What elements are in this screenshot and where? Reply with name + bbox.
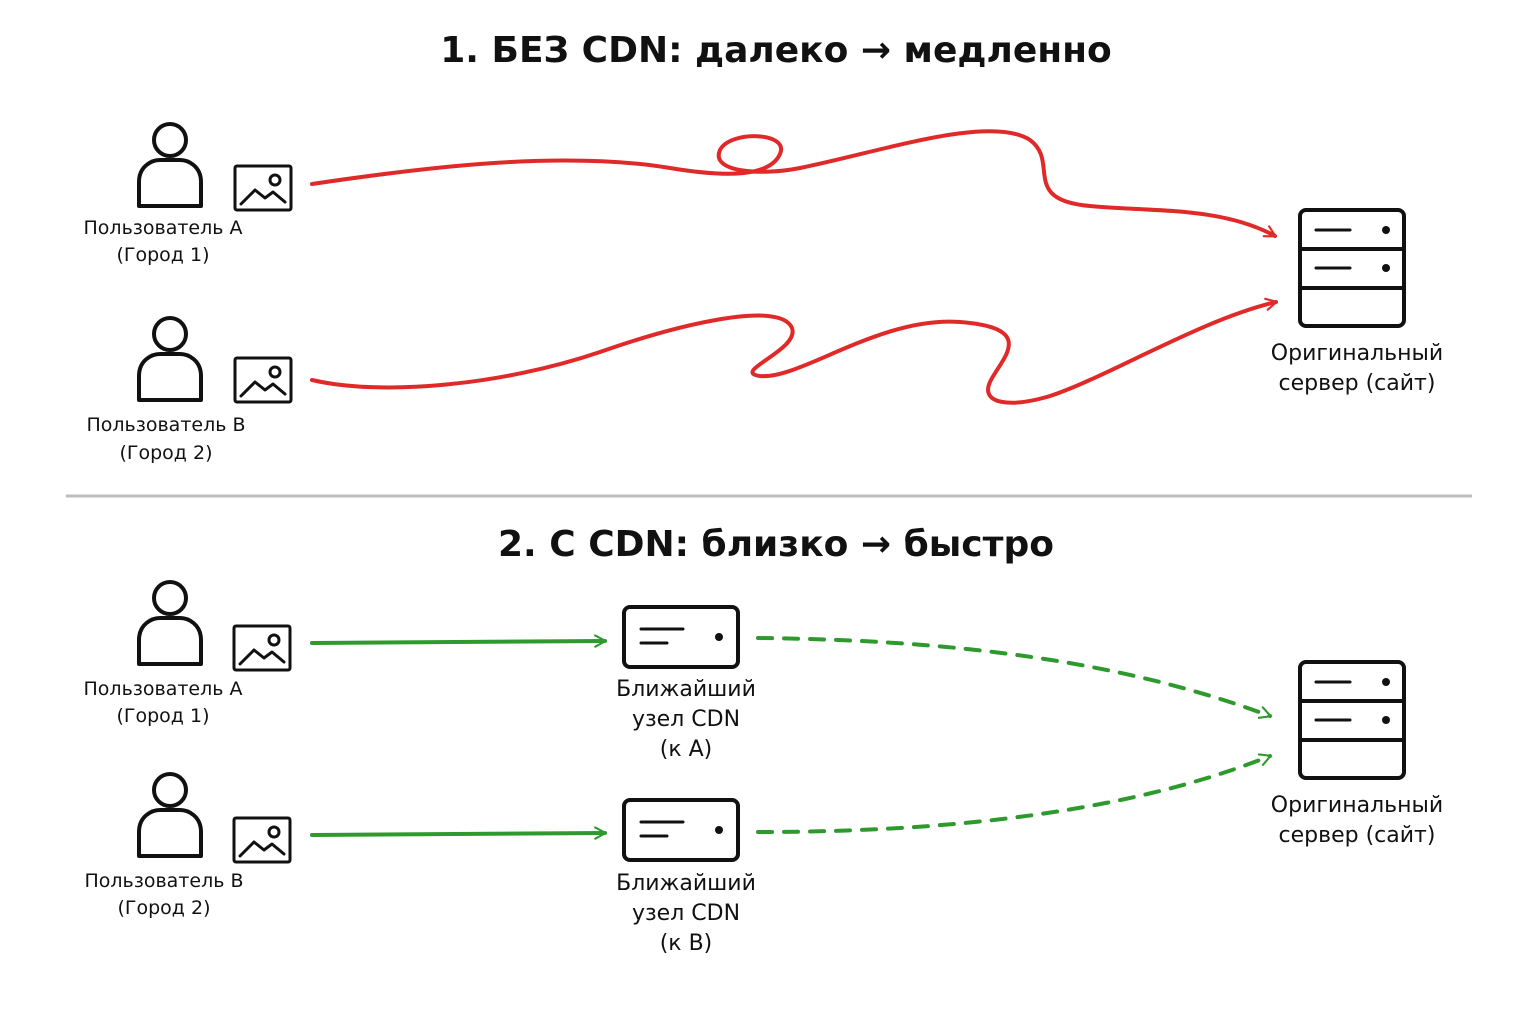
edge-b-line2: узел CDN: [632, 901, 740, 926]
user-a-group: Пользователь A (Город 1): [84, 580, 292, 727]
image-icon: [233, 164, 293, 212]
user-a-name: Пользователь A: [84, 217, 243, 239]
origin-label-line2: сервер (сайт): [1279, 371, 1436, 396]
origin-label-line1: Оригинальный: [1271, 341, 1443, 366]
cdn-node-icon: [622, 605, 740, 669]
user-a-name: Пользователь A: [84, 678, 243, 700]
user-a-city: (Город 1): [117, 244, 210, 266]
origin-server-1: Оригинальный сервер (сайт): [1271, 208, 1443, 396]
edge-b-line1: Ближайший: [616, 871, 756, 896]
user-a-group: Пользователь A (Город 1): [84, 122, 293, 266]
server-rack-icon: [1298, 208, 1406, 328]
edge-b-line3: (к B): [660, 931, 713, 956]
edge-a-line1: Ближайший: [616, 677, 756, 702]
person-icon: [137, 580, 203, 666]
user-a-city: (Город 1): [117, 705, 210, 727]
user-b-city: (Город 2): [118, 897, 211, 919]
edge-a-line2: узел CDN: [632, 707, 740, 732]
fast-path-b: [310, 826, 607, 840]
edge-a-line3: (к A): [660, 737, 713, 762]
slow-path-a: [310, 129, 1277, 238]
user-b-group: Пользователь B (Город 2): [87, 316, 293, 464]
person-icon: [137, 122, 203, 208]
user-b-name: Пользователь B: [85, 870, 244, 892]
cdn-edge-node-b: Ближайший узел CDN (к B): [616, 798, 756, 956]
user-b-city: (Город 2): [120, 442, 213, 464]
image-icon: [232, 816, 292, 864]
origin-label-line2: сервер (сайт): [1279, 823, 1436, 848]
origin-server-2: Оригинальный сервер (сайт): [1271, 660, 1443, 848]
section-with-cdn: 2. С CDN: близко → быстро Пользователь A…: [84, 524, 1444, 956]
section-1-title: 1. БЕЗ CDN: далеко → медленно: [440, 30, 1111, 71]
origin-fetch-path-b: [756, 753, 1272, 834]
user-b-name: Пользователь B: [87, 414, 246, 436]
section-2-title: 2. С CDN: близко → быстро: [498, 524, 1054, 565]
person-icon: [137, 316, 203, 402]
image-icon: [232, 624, 292, 672]
section-without-cdn: 1. БЕЗ CDN: далеко → медленно Пользовате…: [84, 30, 1444, 464]
user-b-group: Пользователь B (Город 2): [85, 772, 292, 919]
fast-path-a: [310, 634, 607, 648]
person-icon: [137, 772, 203, 858]
origin-label-line1: Оригинальный: [1271, 793, 1443, 818]
cdn-edge-node-a: Ближайший узел CDN (к A): [616, 605, 756, 762]
cdn-node-icon: [622, 798, 740, 862]
origin-fetch-path-a: [756, 636, 1272, 719]
image-icon: [233, 356, 293, 404]
slow-path-b: [310, 297, 1278, 405]
server-rack-icon: [1298, 660, 1406, 780]
